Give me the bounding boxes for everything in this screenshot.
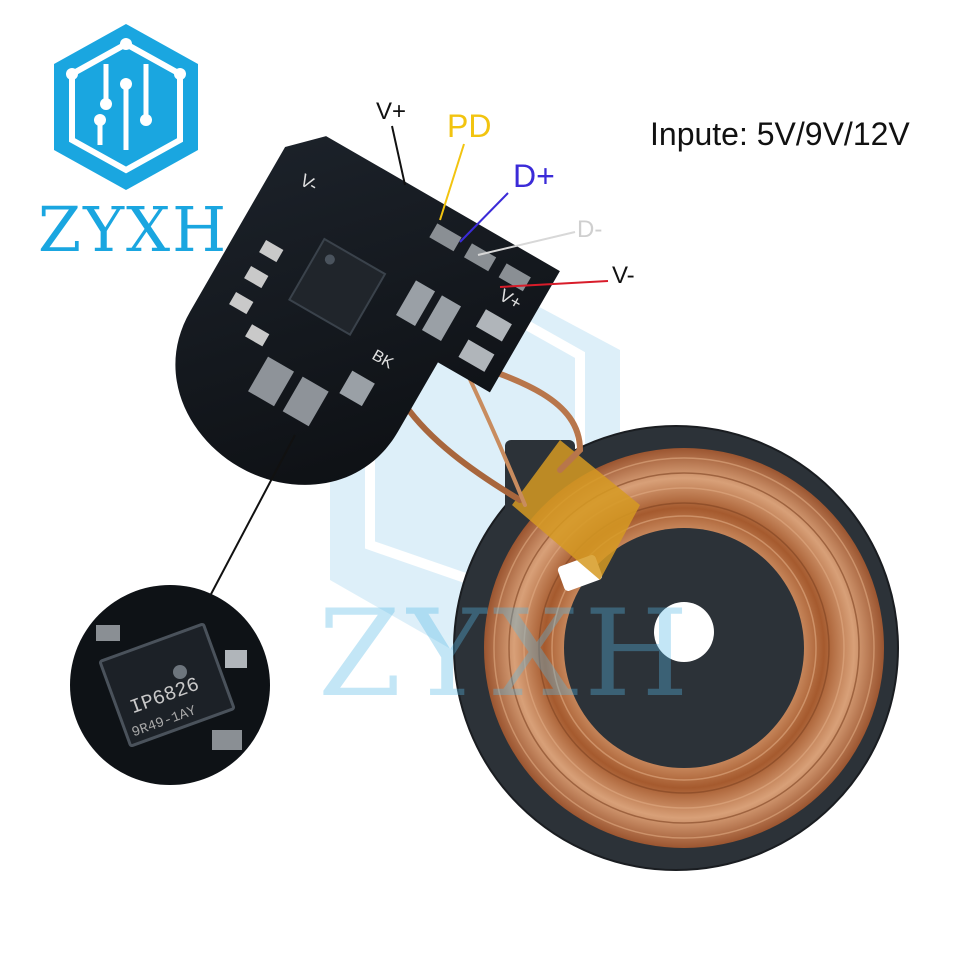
hexagon-circuit-logo-icon: [54, 24, 198, 190]
brand-logo-text: ZYXH: [38, 193, 229, 266]
kapton-tape: [512, 440, 640, 580]
callout-d-minus: D-: [577, 216, 603, 243]
brand-watermark-text: ZYXH: [318, 585, 695, 724]
main-ic: [288, 237, 387, 337]
input-voltage-spec: Inpute: 5V/9V/12V: [650, 116, 910, 152]
callout-pd: PD: [447, 108, 492, 144]
callout-v-plus: V+: [376, 98, 407, 125]
callout-v-minus: V-: [612, 262, 635, 289]
chip-zoom-inset: IP6826 9R49-1AY: [70, 585, 270, 785]
pcb-board: V+ V- BK: [175, 136, 560, 485]
callout-lines: [199, 125, 609, 616]
callout-d-plus: D+: [513, 158, 555, 194]
